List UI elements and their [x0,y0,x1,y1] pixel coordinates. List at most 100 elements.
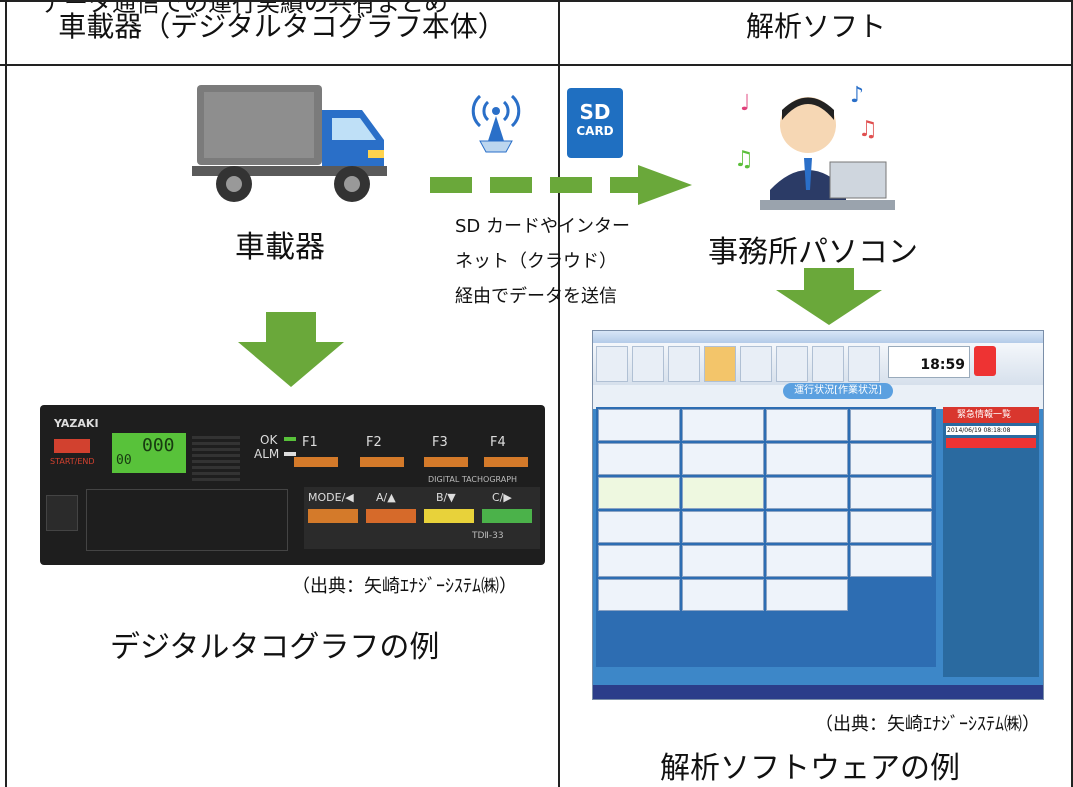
down-arrow-left [238,312,344,387]
device-brand: YAZAKI [54,417,99,430]
vehicle-cell[interactable] [850,545,932,577]
toolbar-button-2[interactable] [632,346,664,382]
sd-card-label-1: SD [579,100,611,124]
digital-tachograph-device: YAZAKI START/END 000 00 OK ALM F1 F2 F3 … [40,405,545,565]
svg-text:♫: ♫ [734,147,754,172]
wireless-antenna-icon [471,94,521,153]
alert-entry[interactable] [946,438,1036,448]
svg-text:♫: ♫ [858,117,878,142]
transfer-text-2: ネット（クラウド） [455,251,617,272]
left-example-caption: デジタルタコグラフの例 [110,630,440,665]
vehicle-cell[interactable] [766,511,848,543]
ok-label: OK [260,433,278,447]
alert-time: 2014/06/19 08:18:08 [946,426,1036,435]
vehicle-cell[interactable] [682,477,764,509]
f1-button[interactable] [294,457,338,467]
vehicle-cell[interactable] [766,579,848,611]
vehicle-cell[interactable] [598,511,680,543]
b-key-label: B/▼ [436,491,456,504]
alert-title: 緊急情報一覧 [943,407,1039,423]
vehicle-cell[interactable] [598,477,680,509]
c-key-label: C/▶ [492,491,512,504]
display-big: 000 [142,435,175,456]
display-small: 00 [116,453,132,468]
model-label: TDⅡ-33 [472,531,504,541]
right-column-header: 解析ソフト [745,10,886,43]
software-clock: 18:59 [920,357,965,373]
mode-key-label: MODE/◀ [308,491,354,504]
software-titlebar [593,331,1043,343]
f3-label: F3 [432,435,448,450]
table-right-border [1071,0,1073,787]
software-toolbar: 18:59 [593,343,1043,385]
vehicle-cell[interactable] [850,511,932,543]
clock-box: 18:59 [888,346,970,378]
vehicle-cell[interactable] [598,409,680,441]
f4-label: F4 [490,435,506,450]
toolbar-button-5[interactable] [740,346,772,382]
toolbar-button-6[interactable] [776,346,808,382]
vehicle-cell[interactable] [766,545,848,577]
office-worker-illustration: ♩ ♪ ♫ ♫ [734,83,895,210]
table-middle-divider [558,0,560,787]
f3-button[interactable] [424,457,468,467]
toolbar-button-7[interactable] [812,346,844,382]
status-title: 運行状況[作業状況] [783,383,893,399]
right-example-caption: 解析ソフトウェアの例 [660,751,960,786]
toolbar-button-1[interactable] [596,346,628,382]
vehicle-cell[interactable] [766,443,848,475]
vehicle-cell[interactable] [850,443,932,475]
vehicle-grid-panel [596,407,936,667]
c-button[interactable] [482,509,532,523]
digital-tachograph-label: DIGITAL TACHOGRAPH [428,475,518,484]
device-display: 000 00 [112,433,186,473]
toolbar-button-4[interactable] [704,346,736,382]
transfer-text-3: 経由でデータを送信 [455,286,617,307]
transfer-text-1: SD カードやインター [455,216,631,237]
top-partial-text: データ通信での運行実績の共有まとめ [40,0,448,17]
table-left-border [5,0,7,787]
mode-button[interactable] [308,509,358,523]
f2-button[interactable] [360,457,404,467]
start-end-label: START/END [50,457,95,466]
vehicle-cell[interactable] [598,579,680,611]
vehicle-cell[interactable] [682,511,764,543]
vehicle-cell[interactable] [682,545,764,577]
power-button[interactable] [974,346,996,376]
f4-button[interactable] [484,457,528,467]
svg-text:♩: ♩ [740,91,750,116]
vehicle-cell[interactable] [682,579,764,611]
vehicle-cell[interactable] [682,443,764,475]
vehicle-cell[interactable] [682,409,764,441]
vehicle-cell[interactable] [850,477,932,509]
start-end-button[interactable] [54,439,90,453]
truck-label: 車載器 [235,230,325,265]
svg-text:♪: ♪ [850,83,864,108]
vehicle-cell[interactable] [850,409,932,441]
alm-label: ALM [254,447,280,461]
header-bottom-border [0,64,1073,66]
vehicle-cell[interactable] [598,443,680,475]
left-credit: （出典：矢崎ｴﾅｼﾞｰｼｽﾃﾑ㈱） [292,576,517,597]
toolbar-button-8[interactable] [848,346,880,382]
left-column-header: 車載器（デジタルタコグラフ本体） [58,10,506,43]
device-card-slot [46,495,78,531]
b-button[interactable] [424,509,474,523]
sd-card-label-2: CARD [576,124,614,138]
vehicle-cell[interactable] [766,409,848,441]
a-button[interactable] [366,509,416,523]
a-key-label: A/▲ [376,491,396,504]
f1-label: F1 [302,435,318,450]
table-top-border [0,0,1073,2]
alert-panel: 緊急情報一覧 2014/06/19 08:18:08 [943,407,1039,677]
transfer-dashed-arrow [430,165,692,205]
analysis-software-window: 18:59 運行状況[作業状況] 緊急情報一覧 2014/06/19 08:18… [592,330,1044,700]
right-credit: （出典：矢崎ｴﾅｼﾞｰｼｽﾃﾑ㈱） [815,714,1040,735]
software-tabs: 運行状況[作業状況] [593,383,1043,409]
vehicle-cell[interactable] [598,545,680,577]
ok-led [284,437,296,441]
vehicle-cell[interactable] [766,477,848,509]
office-label: 事務所パソコン [708,235,918,270]
device-panel-cover [86,489,288,551]
toolbar-button-3[interactable] [668,346,700,382]
